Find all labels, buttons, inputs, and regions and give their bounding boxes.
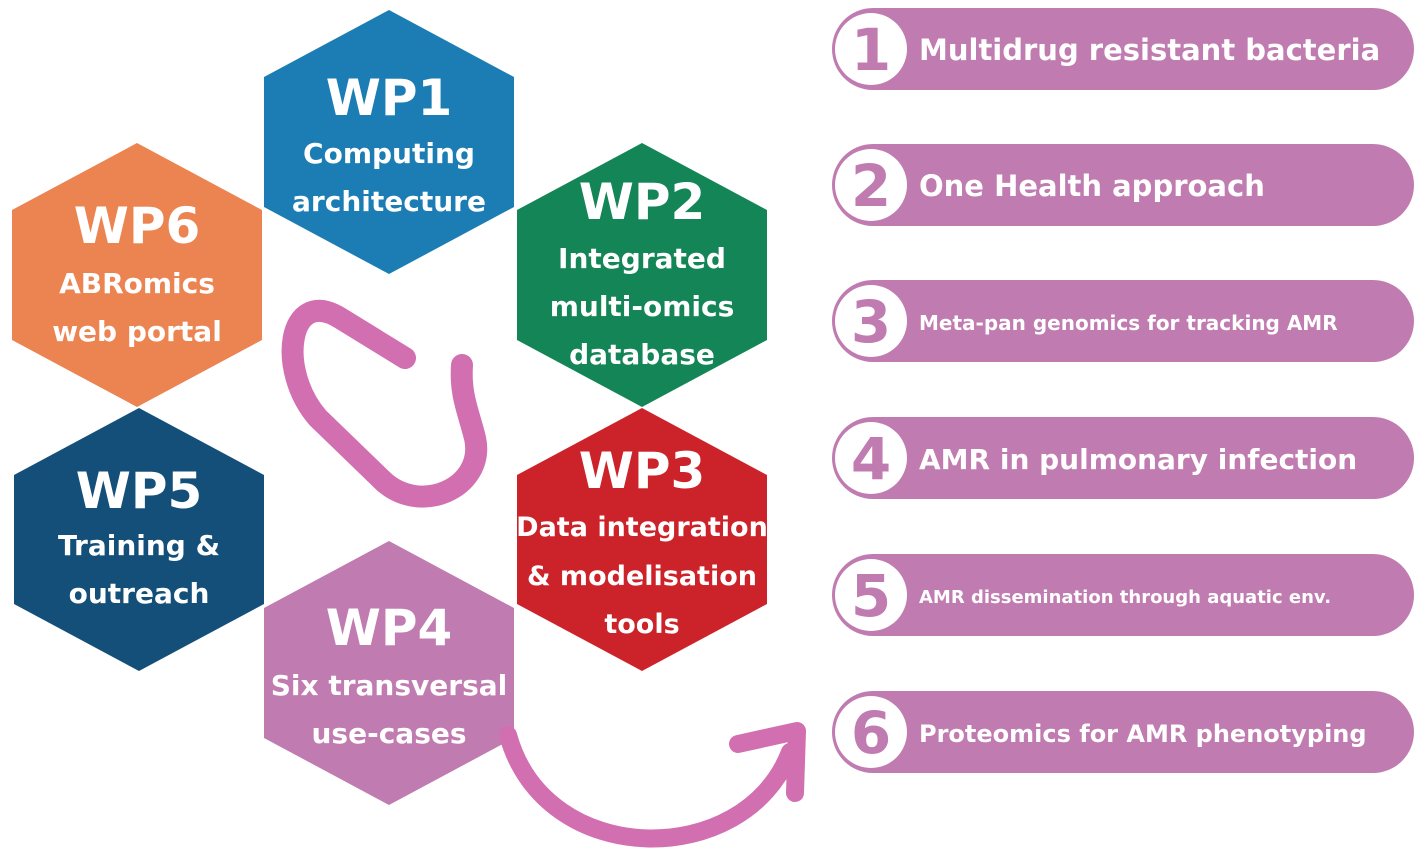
wp2-line-3: database	[569, 338, 715, 371]
wp4-line-2: use-cases	[311, 717, 466, 750]
wp5-line-1: Training &	[58, 529, 220, 562]
use-case-1-pill	[832, 8, 1414, 90]
use-case-2-pill	[832, 144, 1414, 226]
hexagon-wp2-shape	[517, 143, 767, 407]
paperclip-link-icon	[281, 300, 488, 508]
hexagon-wp5-shape	[14, 408, 264, 671]
use-case-5-pill	[832, 554, 1414, 636]
use-case-4: 4 AMR in pulmonary infection	[832, 417, 1414, 499]
use-case-2-label: One Health approach	[919, 169, 1265, 203]
wp6-line-2: web portal	[52, 315, 222, 348]
use-case-5-number: 5	[851, 562, 891, 630]
use-case-6: 6 Proteomics for AMR phenotyping	[832, 691, 1414, 773]
wp4-code: WP4	[326, 599, 453, 657]
wp2-line-1: Integrated	[558, 242, 726, 275]
use-case-5-label: AMR dissemination through aquatic env.	[919, 587, 1331, 608]
use-case-3-number-badge	[835, 285, 907, 357]
use-case-1-number: 1	[851, 16, 891, 84]
wp6-code: WP6	[74, 197, 201, 255]
hexagon-wp6-shape	[12, 143, 262, 407]
use-case-5-number-badge	[835, 559, 907, 631]
wp1-code: WP1	[326, 69, 453, 127]
use-case-6-number-badge	[835, 696, 907, 768]
use-case-2: 2 One Health approach	[832, 144, 1414, 226]
use-case-3-pill	[832, 280, 1414, 362]
wp2-code: WP2	[579, 173, 706, 231]
use-case-4-number: 4	[851, 425, 891, 493]
use-case-4-label: AMR in pulmonary infection	[919, 443, 1357, 476]
hexagon-wp1-shape	[264, 10, 514, 274]
use-case-3: 3 Meta-pan genomics for tracking AMR	[832, 280, 1414, 362]
hexagon-wp2: WP2 Integrated multi-omics database	[517, 143, 767, 407]
wp3-code: WP3	[579, 442, 706, 500]
wp6-line-1: ABRomics	[59, 267, 215, 300]
hexagon-wp6: WP6 ABRomics web portal	[12, 143, 262, 407]
wp3-line-1: Data integration	[516, 512, 768, 543]
arrowhead-icon	[729, 722, 806, 802]
hexagon-wp5: WP5 Training & outreach	[14, 408, 264, 671]
wp1-line-2: architecture	[292, 185, 486, 218]
hexagon-wp4: WP4 Six transversal use-cases	[264, 541, 514, 805]
use-case-1-number-badge	[835, 13, 907, 85]
wp3-line-2: & modelisation	[527, 561, 757, 592]
use-case-6-label: Proteomics for AMR phenotyping	[919, 720, 1367, 748]
hexagon-wp1: WP1 Computing architecture	[264, 10, 514, 274]
wp4-line-1: Six transversal	[271, 669, 507, 702]
wp5-code: WP5	[76, 462, 203, 520]
use-case-5: 5 AMR dissemination through aquatic env.	[832, 554, 1414, 636]
wp5-line-2: outreach	[69, 577, 210, 610]
use-case-3-number: 3	[851, 288, 891, 356]
use-case-1: 1 Multidrug resistant bacteria	[832, 8, 1414, 90]
use-case-4-number-badge	[835, 422, 907, 494]
use-case-6-number: 6	[851, 699, 891, 767]
hexagon-wp3: WP3 Data integration & modelisation tool…	[516, 408, 768, 671]
wp3-line-3: tools	[604, 609, 679, 640]
use-case-1-label: Multidrug resistant bacteria	[919, 33, 1380, 67]
use-case-6-pill	[832, 691, 1414, 773]
curved-arrow-icon	[499, 726, 799, 848]
hexagon-wp3-shape	[517, 408, 767, 671]
hexagon-wp4-shape	[264, 541, 514, 805]
use-case-3-label: Meta-pan genomics for tracking AMR	[919, 311, 1338, 335]
use-case-2-number-badge	[835, 149, 907, 221]
wp2-line-2: multi-omics	[550, 290, 735, 323]
use-case-2-number: 2	[851, 152, 891, 220]
wp1-line-1: Computing	[303, 137, 475, 170]
use-case-4-pill	[832, 417, 1414, 499]
